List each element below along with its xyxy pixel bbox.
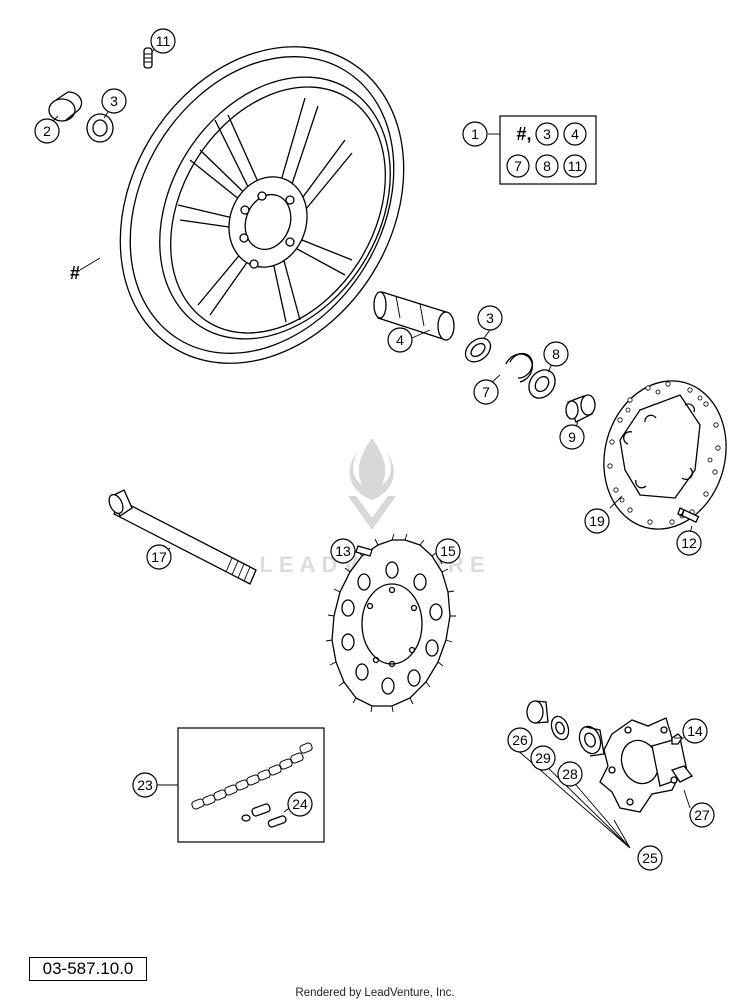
label-11: 11 — [156, 33, 171, 49]
label-4: 4 — [396, 332, 404, 348]
kit-item-11: 11 — [568, 158, 583, 174]
callout-labels: 2 3 11 4 3 7 8 9 19 12 17 13 15 14 26 29… — [34, 28, 715, 871]
label-13: 13 — [335, 543, 351, 559]
carrier-small-nut — [671, 733, 683, 745]
rear-sprocket — [325, 533, 456, 713]
label-7: 7 — [482, 384, 490, 400]
kit-item-8: 8 — [543, 158, 551, 174]
circlip — [505, 352, 534, 383]
wheel-bearing-middle — [464, 337, 492, 363]
carrier-nut — [670, 765, 694, 783]
sprocket-bolt — [355, 545, 373, 557]
wheel-marker: # — [70, 263, 80, 283]
label-3-middle: 3 — [486, 310, 494, 326]
label-29: 29 — [535, 750, 551, 766]
label-26: 26 — [512, 732, 528, 748]
label-2: 2 — [43, 123, 51, 139]
label-28: 28 — [562, 766, 578, 782]
label-3-top: 3 — [110, 93, 118, 109]
label-27: 27 — [694, 807, 710, 823]
wheel-bearing-top — [86, 113, 114, 143]
carrier-bushing — [526, 700, 549, 724]
kit-box: #, 3 4 7 8 11 — [488, 115, 597, 185]
kit-item-7: 7 — [514, 158, 522, 174]
brake-disc — [603, 380, 727, 530]
label-23: 23 — [137, 777, 153, 793]
wheel-axle — [108, 489, 257, 585]
label-17: 17 — [151, 549, 167, 565]
carrier-seal — [550, 715, 570, 741]
tire-valve — [143, 47, 153, 69]
label-24: 24 — [292, 796, 308, 812]
label-1: 1 — [471, 126, 479, 142]
spacer-sleeve — [48, 91, 83, 122]
label-12: 12 — [681, 535, 697, 551]
rear-wheel-rim — [119, 46, 405, 364]
sprocket-carrier-assembly — [526, 700, 694, 813]
carrier-bearing — [578, 725, 605, 757]
shaft-seal — [528, 369, 556, 399]
sprocket-carrier — [599, 717, 689, 813]
kit-item-3: 3 — [543, 126, 551, 142]
label-15: 15 — [440, 543, 456, 559]
label-14: 14 — [687, 723, 703, 739]
inner-spacer-tube — [373, 291, 455, 341]
label-19: 19 — [589, 513, 605, 529]
kit-item-4: 4 — [571, 126, 579, 142]
disc-bolt — [677, 507, 700, 523]
kit-item-hash: #, — [516, 124, 531, 144]
chain-master-link — [241, 803, 287, 828]
label-9: 9 — [568, 429, 576, 445]
render-credit: Rendered by LeadVenture, Inc. — [295, 987, 455, 999]
diagram-code: 03-587.10.0 — [29, 957, 147, 981]
label-8: 8 — [552, 346, 560, 362]
chain-box — [177, 727, 325, 843]
label-25: 25 — [642, 850, 658, 866]
distance-bushing — [565, 394, 596, 423]
